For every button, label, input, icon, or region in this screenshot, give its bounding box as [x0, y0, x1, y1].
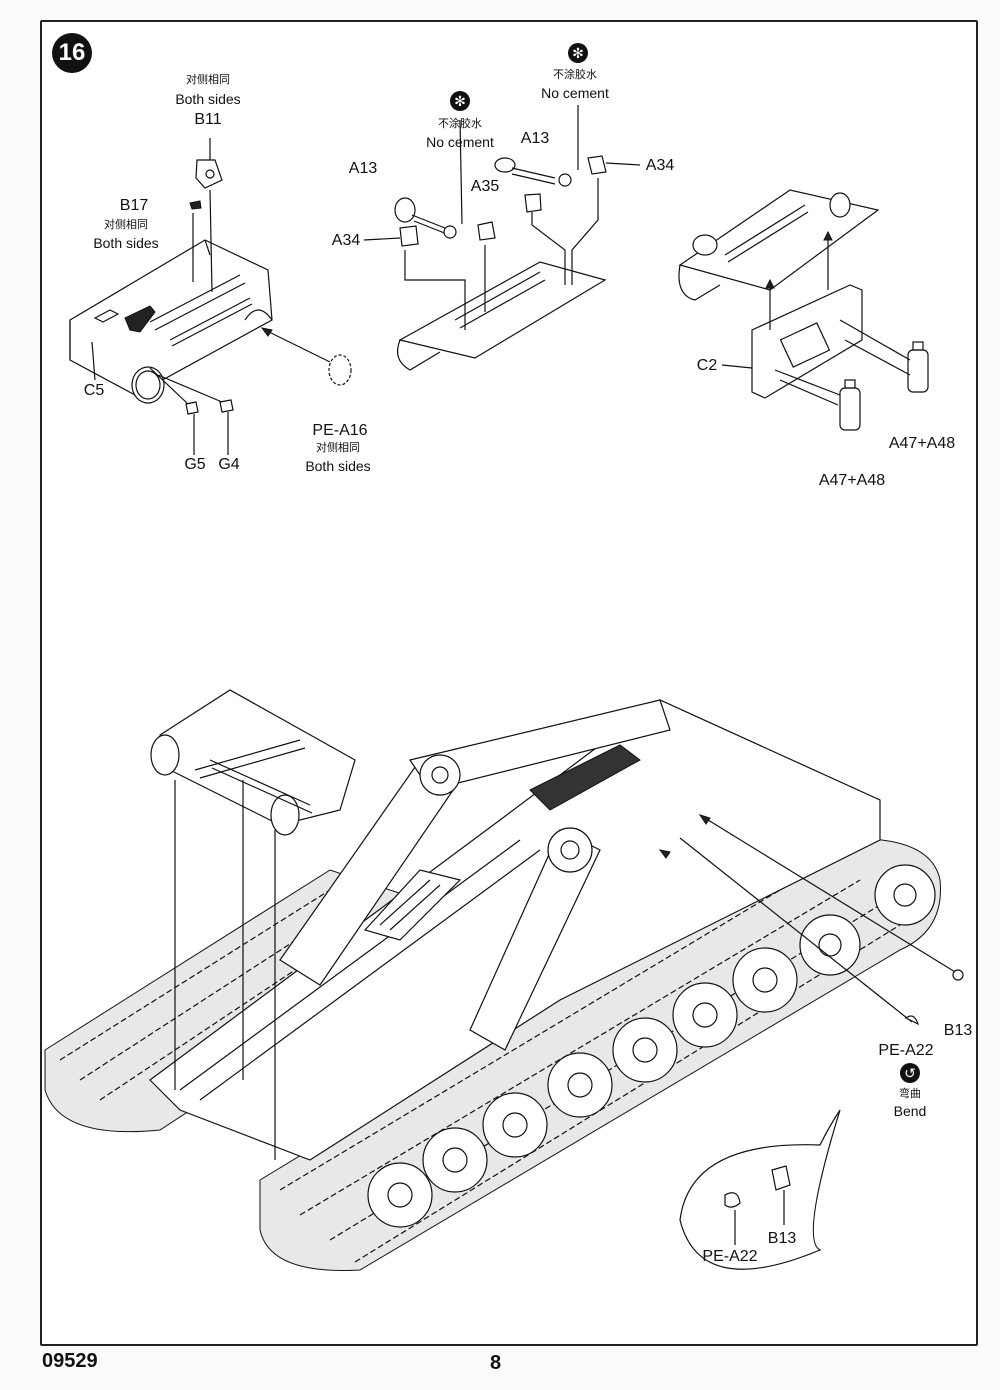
- b11-note-zh: 对侧相同: [186, 74, 230, 86]
- b11-label: B11: [194, 111, 222, 128]
- a35-label: A35: [470, 178, 500, 195]
- b17-note-en: Both sides: [93, 235, 159, 251]
- b17-note-zh: 对侧相同: [104, 219, 148, 231]
- bend-note-en: Bend: [893, 1103, 927, 1119]
- c2-label: C2: [696, 357, 718, 374]
- a34-right-label: A34: [645, 157, 675, 174]
- b13-main-label: B13: [943, 1022, 973, 1039]
- b11-note-en: Both sides: [175, 91, 241, 107]
- pe-a16-label: PE-A16: [312, 422, 368, 439]
- rear-plate-c2-drawing: [678, 189, 929, 431]
- no-cement-note-zh-2: 不涂胶水: [553, 69, 597, 81]
- kit-number: 09529: [42, 1350, 98, 1372]
- a47-a48-upper-label: A47+A48: [888, 435, 956, 452]
- g4-label: G4: [218, 456, 240, 473]
- b13-detail-label: B13: [767, 1230, 797, 1247]
- bend-note-zh: 弯曲: [899, 1088, 921, 1100]
- page-number: 8: [490, 1352, 502, 1374]
- pe-a16-note-en: Both sides: [305, 458, 371, 474]
- pe-a16-note-zh: 对侧相同: [316, 442, 360, 454]
- tow-cable-middle-drawing: [363, 105, 641, 371]
- vehicle-hull-drawing: [44, 689, 964, 1271]
- a13-right-label: A13: [520, 130, 550, 147]
- step-number-badge: 16: [52, 33, 92, 73]
- rear-plate-c5-drawing: [69, 138, 352, 455]
- a47-a48-lower-label: A47+A48: [818, 472, 886, 489]
- detail-callout-bubble: [679, 1109, 841, 1270]
- g5-label: G5: [184, 456, 206, 473]
- bend-icon: ↺: [900, 1063, 920, 1083]
- b17-label: B17: [119, 197, 149, 214]
- no-cement-note-zh-1: 不涂胶水: [438, 118, 482, 130]
- no-cement-note-en-2: No cement: [541, 85, 609, 101]
- no-cement-icon: ✻: [450, 91, 470, 111]
- pe-a22-detail-label: PE-A22: [702, 1248, 758, 1265]
- a13-left-label: A13: [348, 160, 378, 177]
- no-cement-note-en-1: No cement: [426, 134, 494, 150]
- no-cement-icon: ✻: [568, 43, 588, 63]
- c5-label: C5: [83, 382, 105, 399]
- pe-a22-main-label: PE-A22: [878, 1042, 934, 1059]
- a34-left-label: A34: [331, 232, 361, 249]
